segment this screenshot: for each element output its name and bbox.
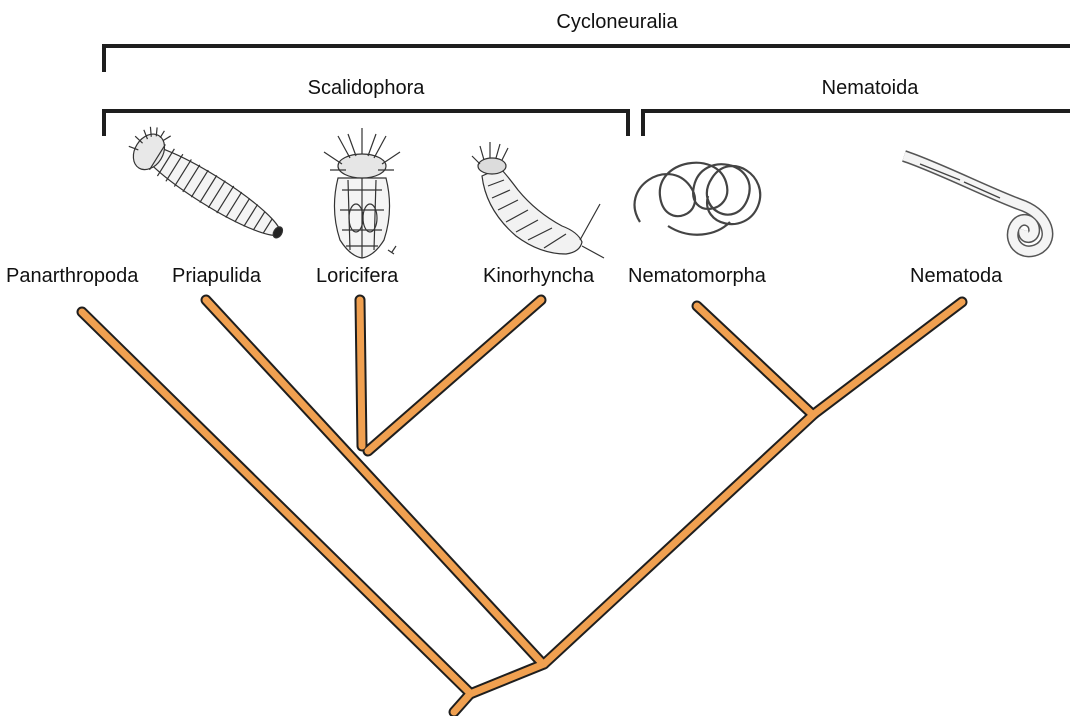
cycloneuralia-stem xyxy=(470,664,544,694)
panarthropoda-label: Panarthropoda xyxy=(6,266,138,286)
scalidophora-bracket xyxy=(104,111,628,134)
kinorhyncha-label: Kinorhyncha xyxy=(483,266,594,286)
loricifera-illustration xyxy=(324,128,400,258)
nematoida-bracket xyxy=(643,111,1068,134)
kinorhyncha-illustration xyxy=(472,142,604,258)
nematoda-illustration xyxy=(904,156,1047,251)
branches-fill xyxy=(82,300,962,712)
nematoida-label: Nematoida xyxy=(822,78,919,98)
kinorhyncha-branch xyxy=(368,300,541,451)
scalidophora-label: Scalidophora xyxy=(308,78,425,98)
loricifera-label: Loricifera xyxy=(316,266,398,286)
priapulida-label: Priapulida xyxy=(172,266,261,286)
cycloneuralia-label: Cycloneuralia xyxy=(556,12,677,32)
nematomorpha-label: Nematomorpha xyxy=(628,266,766,286)
loricifera-branch xyxy=(360,300,362,446)
cycloneuralia-bracket xyxy=(104,46,1068,70)
nematoda-label: Nematoda xyxy=(910,266,1002,286)
nematoda-branch xyxy=(814,302,962,414)
branches-outline xyxy=(82,300,962,712)
nematomorpha-illustration xyxy=(635,163,761,235)
priapulida-illustration xyxy=(122,119,295,250)
nematomorpha-branch xyxy=(697,306,812,414)
nematoida-stem xyxy=(544,414,814,664)
